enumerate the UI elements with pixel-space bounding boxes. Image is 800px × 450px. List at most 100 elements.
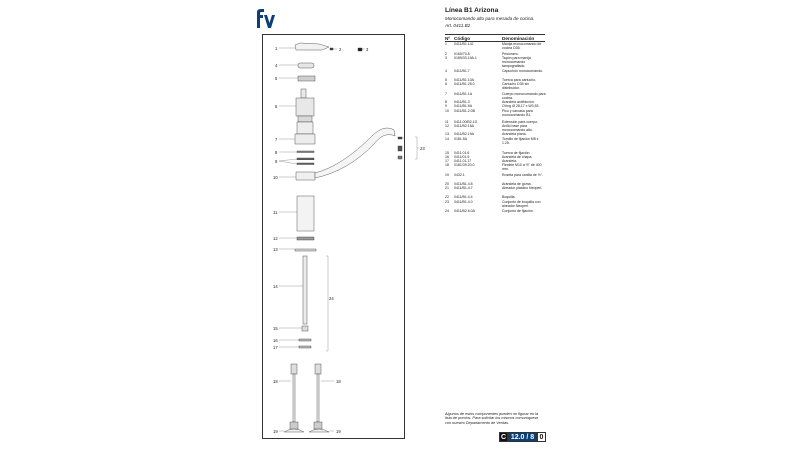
row-code: 0411/B1.4.0	[454, 200, 473, 204]
row-code: 0411/01.9	[454, 155, 470, 159]
col-code: Código	[454, 36, 471, 41]
callout-5: 5	[275, 76, 278, 81]
row-name: Arandela de chapa.	[502, 155, 533, 159]
rosette-left	[283, 428, 305, 433]
row-number: 8	[445, 100, 447, 104]
row-code: 0411.00/B2.1G	[454, 120, 478, 124]
flexible-hose-left	[289, 363, 299, 430]
extension-part	[296, 195, 315, 232]
page-title: Línea B1 Arizona	[445, 7, 499, 14]
callout-4: 4	[275, 63, 278, 68]
cartridge-nut-part	[297, 75, 316, 82]
row-name: Tornillo de fijación M8 x 1.25.	[502, 137, 539, 145]
row-number: 12	[445, 124, 449, 128]
callout-19-left: 19	[273, 429, 278, 434]
row-name: Prisionero.	[502, 52, 519, 56]
row-name: Pico y carcasa para monocomando B1.	[502, 109, 533, 117]
row-number: 9	[445, 104, 447, 108]
cap-part	[297, 62, 315, 69]
article-number: Art. 0411.B2	[445, 23, 471, 28]
callout-16: 16	[273, 338, 278, 343]
page-code-revision: 0	[537, 432, 546, 442]
threaded-rod-part	[302, 255, 308, 325]
row-name: Arandela de goma.	[502, 182, 532, 186]
callout-8: 8	[275, 150, 278, 155]
row-name: Aireador plástico Neoperl.	[502, 186, 543, 190]
fv-logo	[257, 9, 275, 28]
row-code: 0411/B1.10A	[454, 78, 474, 82]
col-name: Denominación	[502, 36, 535, 41]
row-number: 14	[445, 137, 449, 141]
row-number: 21	[445, 186, 449, 190]
callout-1: 1	[275, 46, 278, 51]
rosette-right	[308, 428, 330, 433]
row-name: Roseta para canilla de ½".	[502, 173, 543, 177]
row-code: 0411/B1.4.7	[454, 186, 473, 190]
flexible-hose-right	[313, 363, 323, 430]
row-number: 19	[445, 173, 449, 177]
row-name: Arandela antifricción.	[502, 100, 535, 104]
screw-part	[329, 47, 334, 51]
row-code: 0411/B2.19A	[454, 132, 474, 136]
callout-14: 14	[273, 284, 278, 289]
page-code-prefix: C	[499, 432, 508, 442]
sheet-washer-part	[298, 338, 312, 342]
row-code: 0411/B1.14J	[454, 42, 474, 46]
callout-13: 13	[273, 247, 278, 252]
row-name: Cartucho D35 sin distribuidor.	[502, 82, 530, 90]
parts-table-header: Nº Código Denominación	[445, 34, 545, 42]
row-number: 18	[445, 163, 449, 167]
footnote: Algunos de estos componentes pueden no f…	[445, 412, 539, 425]
callout-11: 11	[273, 210, 278, 215]
spout-part	[295, 127, 396, 181]
callout-2: 2	[339, 47, 342, 52]
row-number: 1	[445, 42, 447, 46]
fixing-nut-part	[301, 325, 309, 332]
row-name: Conjunto de fijación.	[502, 209, 534, 213]
cartridge-part	[295, 88, 315, 123]
callout-24: 24	[329, 296, 334, 301]
nozzle-part	[397, 155, 403, 160]
row-number: 10	[445, 109, 449, 113]
row-name: Cuerpo monocomando para cocina.	[502, 92, 546, 100]
callout-3: 3	[366, 47, 369, 52]
callout-18-left: 18	[273, 379, 278, 384]
callout-17: 17	[273, 345, 278, 350]
row-code: 0411/B1.4.4	[454, 195, 473, 199]
row-name: Boquilla.	[502, 195, 516, 199]
row-number: 6	[445, 82, 447, 86]
cap-plug-part	[357, 47, 363, 52]
row-number: 11	[445, 120, 449, 124]
row-number: 3	[445, 56, 447, 60]
callout-15: 15	[273, 326, 278, 331]
row-code: 0411/B1.25.0	[454, 82, 475, 86]
body-part	[294, 121, 316, 145]
row-code: 0411/B2.6.0A	[454, 209, 475, 213]
row-number: 2	[445, 52, 447, 56]
exploded-view-frame	[262, 34, 405, 439]
row-name: Manija monocomando de cocina D35.	[502, 42, 542, 50]
row-name: Flexible M10 a ½" de 400 mm.	[502, 163, 542, 171]
washer-part	[296, 150, 315, 153]
exploded-view-diagram: 1 2 3 4 5 6 7 8 9 10 11 12 13 14 15 16 1…	[273, 42, 405, 434]
callout-7: 7	[275, 137, 278, 142]
row-code: 0411/B1.3	[454, 100, 470, 104]
row-number: 7	[445, 92, 447, 96]
row-number: 22	[445, 195, 449, 199]
row-name: Tuerca de fijación.	[502, 151, 531, 155]
callout-18-right: 18	[336, 379, 341, 384]
callout-9: 9	[275, 159, 278, 164]
row-number: 15	[445, 151, 449, 155]
row-number: 20	[445, 182, 449, 186]
page-code-main: 12.0 / 8	[508, 432, 537, 442]
row-code: 0411/B1.9A	[454, 104, 473, 108]
callout-12: 12	[273, 236, 278, 241]
callout-6: 6	[275, 104, 278, 109]
row-code: 0411/B1.7	[454, 69, 470, 73]
aerator-part	[397, 145, 403, 152]
rubber-washer-part	[397, 136, 403, 140]
washer-17-part	[298, 345, 312, 349]
row-code: 0411.01.6	[454, 151, 470, 155]
row-code: 0411/B1.1A	[454, 92, 473, 96]
oring-part	[296, 157, 315, 160]
